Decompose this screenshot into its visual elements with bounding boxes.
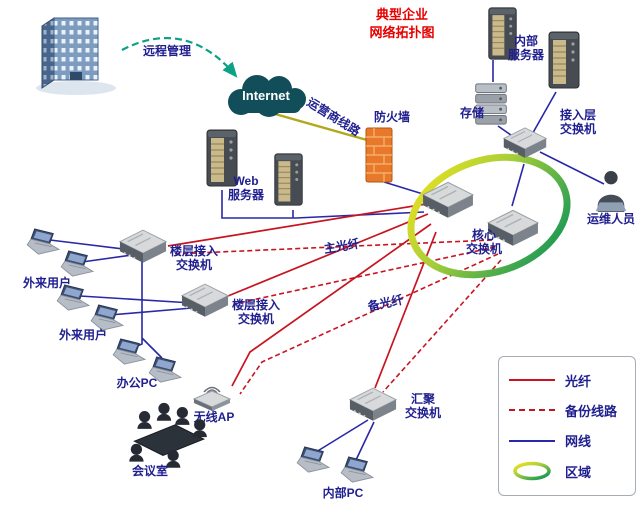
floor-switch-icon	[180, 280, 230, 319]
page-title: 典型企业 网络拓扑图	[369, 7, 435, 41]
internal-pc-label: 内部PC	[322, 486, 364, 500]
legend-label: 备份线路	[565, 403, 618, 419]
laptop-icon	[56, 284, 92, 312]
office-pc-label: 办公PC	[116, 376, 158, 390]
storage-label: 存储	[459, 106, 484, 120]
backup-fiber-label: 备光纤	[366, 292, 405, 314]
core-switch-label: 核心 交换机	[465, 228, 502, 257]
firewall-icon	[365, 127, 393, 183]
main-fiber-label: 主光纤	[322, 236, 361, 256]
internet-cloud-icon	[228, 75, 306, 117]
floor-switch-label: 楼层接入 交换机	[169, 244, 218, 273]
backup-line-sample	[509, 409, 555, 412]
ops-staff-icon	[595, 171, 627, 212]
internet-label: Internet	[242, 88, 290, 103]
cable-line-sample	[509, 439, 555, 442]
legend-item-cable: 网线	[509, 431, 625, 450]
floor-switch-label: 楼层接入 交换机	[231, 298, 280, 327]
meeting-room-label: 会议室	[131, 464, 168, 478]
zone-ring-sample	[509, 461, 555, 481]
building-icon	[36, 17, 116, 95]
external-users-label: 外来用户	[22, 276, 71, 290]
access-switch-icon	[502, 124, 548, 160]
wireless-ap-icon	[192, 386, 232, 411]
core-switch-icon	[421, 178, 475, 220]
legend-item-fiber: 光纤	[509, 371, 625, 390]
legend-box: 光纤 备份线路 网线	[498, 356, 636, 496]
laptop-icon	[112, 338, 148, 366]
legend-label: 网线	[565, 434, 592, 450]
internal-server-label: 内部 服务器	[507, 34, 544, 63]
legend-item-backup: 备份线路	[509, 401, 625, 420]
laptop-icon	[296, 446, 332, 474]
legend-item-zone: 区域	[509, 461, 625, 481]
web-server-label: Web 服务器	[227, 174, 264, 203]
legend-label: 区域	[565, 464, 592, 480]
legend-label: 光纤	[565, 373, 592, 389]
remote-management-label: 远程管理	[142, 44, 191, 58]
meeting-room-icon	[129, 402, 207, 468]
laptop-icon	[26, 228, 62, 256]
agg-switch-icon	[348, 384, 398, 423]
laptop-icon	[60, 250, 96, 278]
floor-switch-icon	[118, 226, 168, 265]
access-switch-label: 接入层 交换机	[559, 108, 596, 137]
fiber-line-sample	[509, 379, 555, 382]
ops-staff-label: 运维人员	[586, 212, 635, 226]
laptop-icon	[340, 456, 376, 484]
external-users-label: 外来用户	[58, 328, 107, 342]
firewall-label: 防火墙	[373, 110, 410, 124]
wireless-ap-label: 无线AP	[193, 410, 235, 424]
agg-switch-label: 汇聚 交换机	[404, 392, 441, 421]
